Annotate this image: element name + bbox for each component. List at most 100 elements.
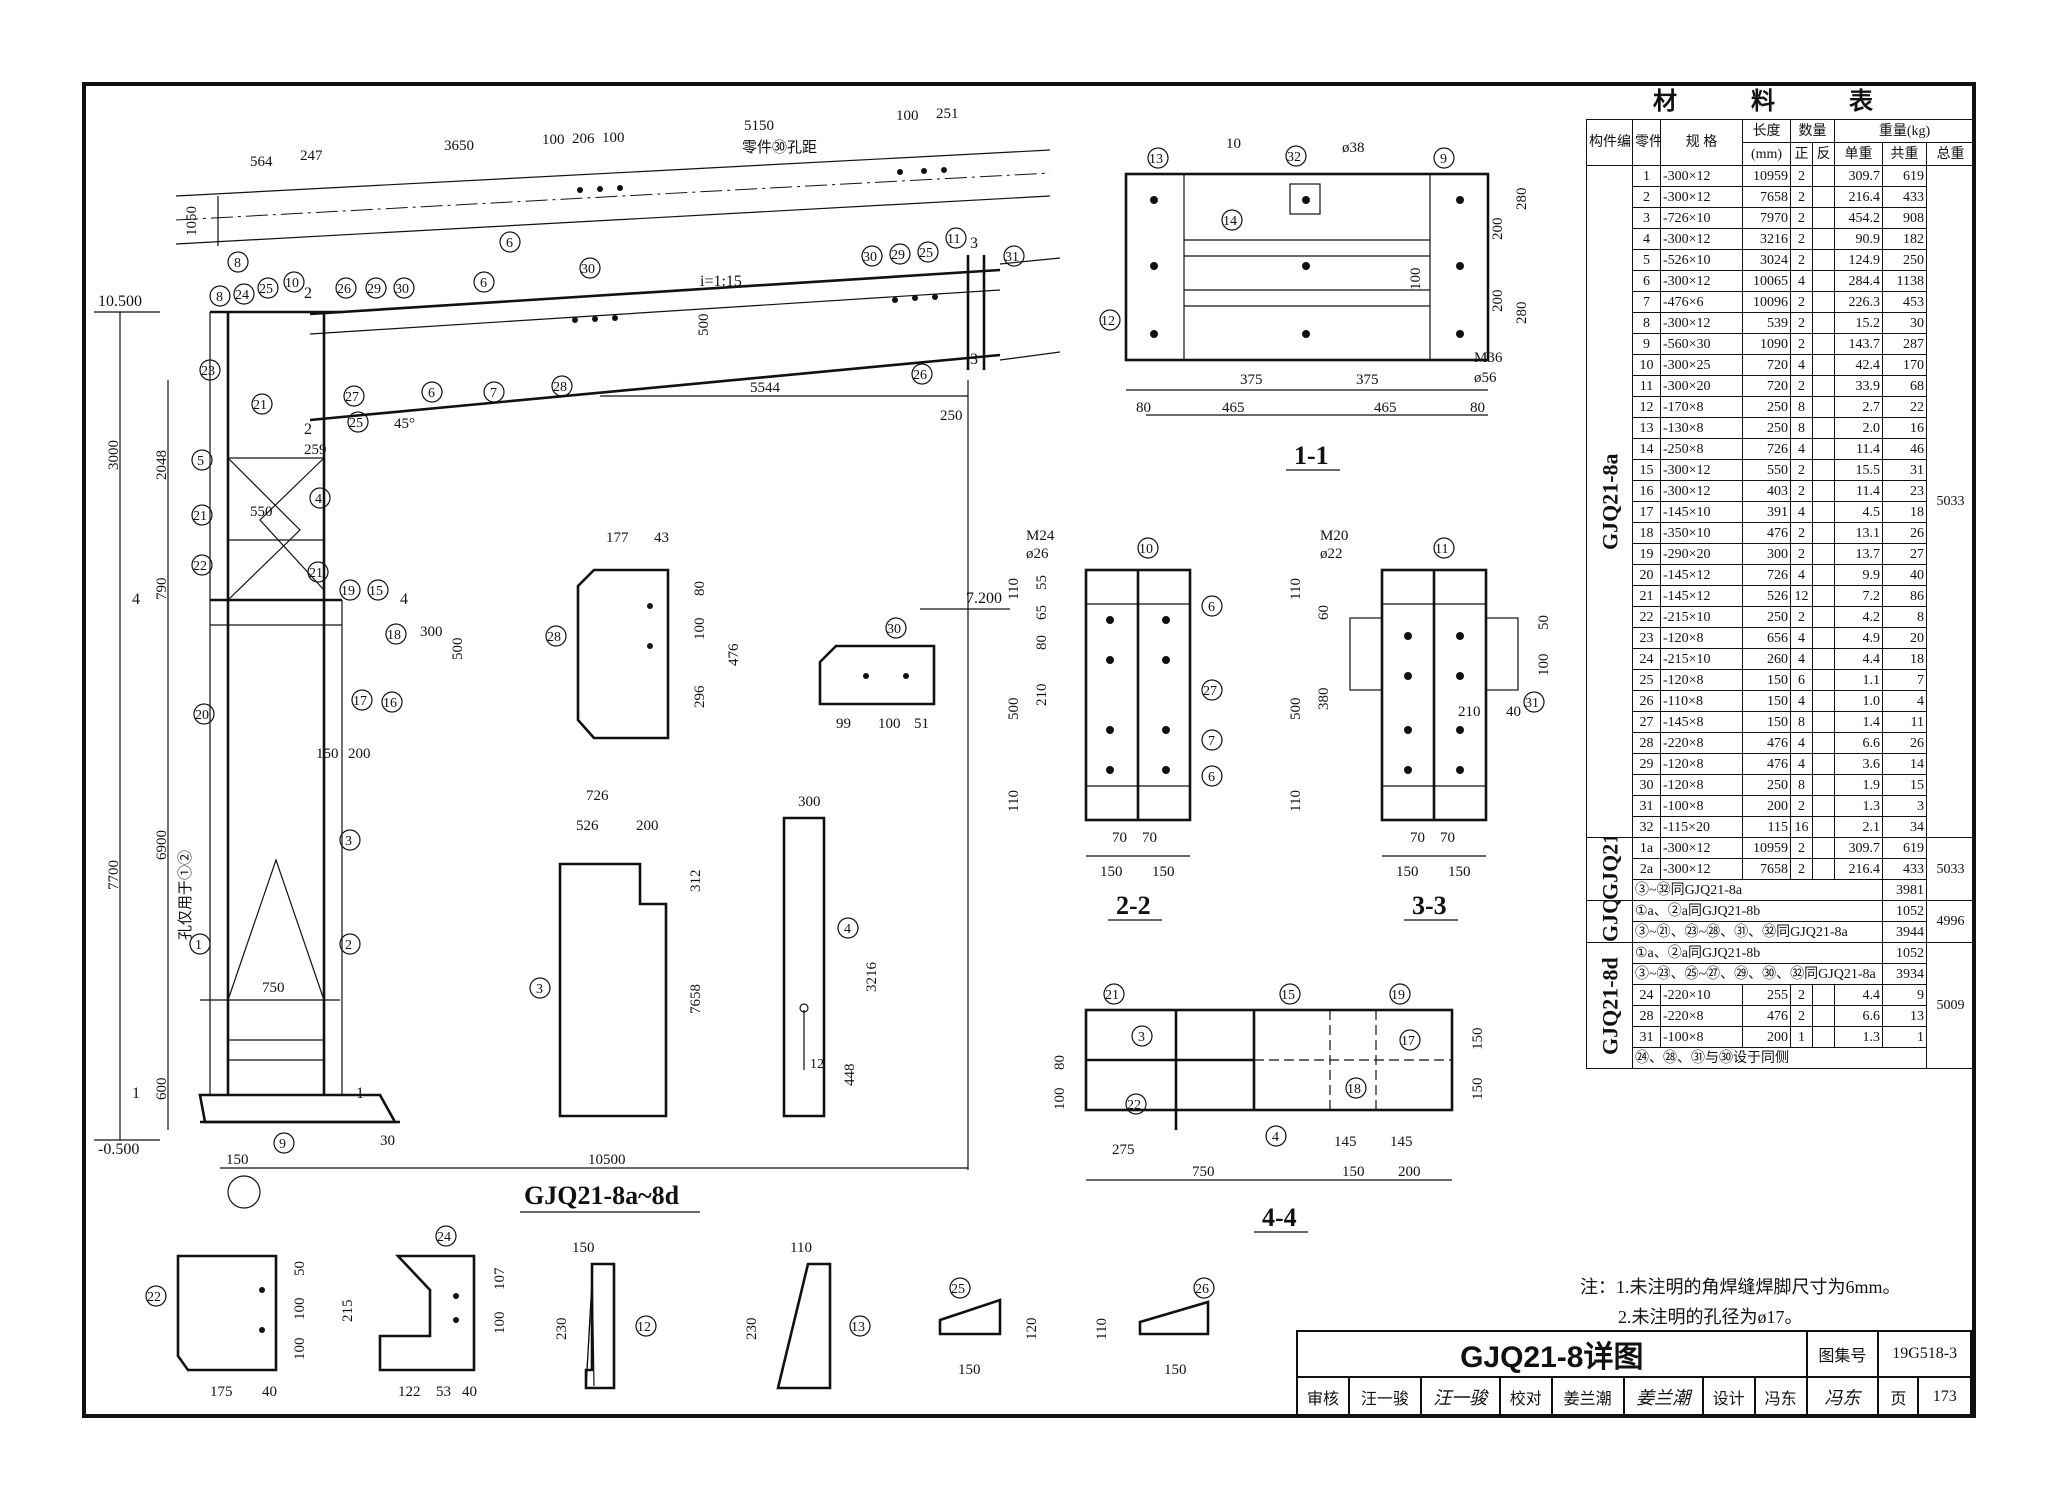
part-sum-weight: 18 [1882, 648, 1927, 670]
part-unit-weight: 15.2 [1834, 312, 1883, 334]
p12-d150: 150 [572, 1240, 595, 1256]
part-sum-weight: 11 [1882, 711, 1927, 733]
part-unit-weight: 1.3 [1834, 1026, 1883, 1048]
part-qty-neg [1812, 795, 1835, 817]
hdr-weight: 重量(kg) [1833, 119, 1976, 143]
frame-elevation: 10.500 7.200 -0.500 3000 2048 7700 6900 … [94, 106, 1061, 1213]
svg-text:3: 3 [1138, 1030, 1145, 1045]
part-number: 13 [1632, 417, 1661, 439]
part-qty-pos: 8 [1790, 711, 1813, 733]
design-label: 设计 [1701, 1376, 1756, 1418]
part-spec: -130×8 [1660, 417, 1743, 439]
svg-text:21: 21 [309, 566, 323, 581]
part-length: 1090 [1742, 333, 1791, 355]
svg-text:24: 24 [437, 1230, 451, 1245]
part-spec: -145×8 [1660, 711, 1743, 733]
secmark-3b: 3 [970, 351, 978, 368]
part-13: 110 230 13 [744, 1240, 871, 1390]
part-qty-pos: 4 [1790, 564, 1813, 586]
part-spec: -100×8 [1660, 1026, 1743, 1048]
part-length: 10065 [1742, 270, 1791, 292]
s44-d145a: 145 [1334, 1134, 1357, 1150]
p24-d107: 107 [492, 1267, 508, 1290]
s33-d500: 500 [1288, 698, 1304, 721]
part-number: 3 [1632, 207, 1661, 229]
svg-text:25: 25 [919, 246, 933, 261]
part-unit-weight: 284.4 [1834, 270, 1883, 292]
part-length: 250 [1742, 774, 1791, 796]
part-length: 250 [1742, 417, 1791, 439]
part-spec: -300×12 [1660, 186, 1743, 208]
s11-bolthole: ø56 [1474, 370, 1497, 386]
svg-text:17: 17 [1401, 1034, 1415, 1049]
part-qty-pos: 8 [1790, 417, 1813, 439]
part-sum-weight: 40 [1882, 564, 1927, 586]
part-26: 150 110 26 [1094, 1277, 1215, 1378]
slope-label: i=1:15 [700, 273, 742, 290]
part-sum-weight: 86 [1882, 585, 1927, 607]
p22-d175: 175 [210, 1384, 233, 1400]
part-length: 3024 [1742, 249, 1791, 271]
part-length: 150 [1742, 690, 1791, 712]
part-unit-weight: 15.5 [1834, 459, 1883, 481]
svg-text:2: 2 [345, 938, 352, 953]
hdr-length: 长度 [1742, 119, 1791, 143]
svg-text:4: 4 [1272, 1130, 1279, 1145]
part-spec: -120×8 [1660, 669, 1743, 691]
hdr-spec: 规 格 [1660, 119, 1743, 166]
hdr-total: 总重 [1925, 142, 1976, 166]
atlas-label: 图集号 [1805, 1330, 1880, 1378]
svg-text:22: 22 [193, 559, 207, 574]
svg-text:10: 10 [285, 276, 299, 291]
s33-d150a: 150 [1396, 864, 1419, 880]
s11-d465a: 465 [1222, 400, 1245, 416]
part-qty-pos: 4 [1790, 648, 1813, 670]
part-25: 150 120 25 [938, 1277, 1040, 1378]
p22-d100b: 100 [292, 1338, 308, 1361]
part-qty-neg [1812, 837, 1835, 859]
part-qty-pos: 4 [1790, 627, 1813, 649]
part-qty-neg [1812, 1005, 1835, 1027]
designer-signature: 冯东 [1805, 1376, 1880, 1418]
part-qty-neg [1812, 396, 1835, 418]
part-qty-neg [1812, 228, 1835, 250]
part-qty-pos: 2 [1790, 606, 1813, 628]
group-note: ①a、②a同GJQ21-8b [1632, 942, 1883, 964]
dim-247: 247 [300, 148, 323, 164]
part-sum-weight: 13 [1882, 1005, 1927, 1027]
s33-d110a: 110 [1288, 578, 1304, 600]
part-qty-pos: 4 [1790, 690, 1813, 712]
s33-d380: 380 [1316, 688, 1332, 711]
svg-text:15: 15 [1281, 988, 1295, 1003]
svg-text:1: 1 [195, 938, 202, 953]
p28-d80: 80 [692, 581, 708, 596]
part-spec: -145×10 [1660, 501, 1743, 523]
part-length: 150 [1742, 669, 1791, 691]
part-qty-neg [1812, 732, 1835, 754]
dim-790: 790 [154, 578, 170, 601]
dim-5150: 5150 [744, 118, 774, 134]
part-number: 1a [1632, 837, 1661, 859]
p3-d200: 200 [636, 818, 659, 834]
part-qty-neg [1812, 417, 1835, 439]
svg-text:3: 3 [345, 834, 352, 849]
part-sum-weight: 20 [1882, 627, 1927, 649]
part-number: 18 [1632, 522, 1661, 544]
part-length: 391 [1742, 501, 1791, 523]
part-qty-neg [1812, 207, 1835, 229]
dim-3650: 3650 [444, 138, 474, 154]
part-number: 27 [1632, 711, 1661, 733]
s33-d210: 210 [1458, 704, 1481, 720]
svg-text:7: 7 [490, 386, 497, 401]
svg-text:21: 21 [193, 509, 207, 524]
svg-text:4: 4 [315, 492, 322, 507]
p26-d110: 110 [1094, 1318, 1110, 1340]
part-sum-weight: 68 [1882, 375, 1927, 397]
elev-mid: 7.200 [966, 590, 1002, 607]
checker-signature: 姜兰潮 [1622, 1376, 1704, 1418]
part-qty-neg [1812, 774, 1835, 796]
part-qty-pos: 2 [1790, 522, 1813, 544]
part-spec: -100×8 [1660, 795, 1743, 817]
dim-300: 300 [420, 624, 443, 640]
